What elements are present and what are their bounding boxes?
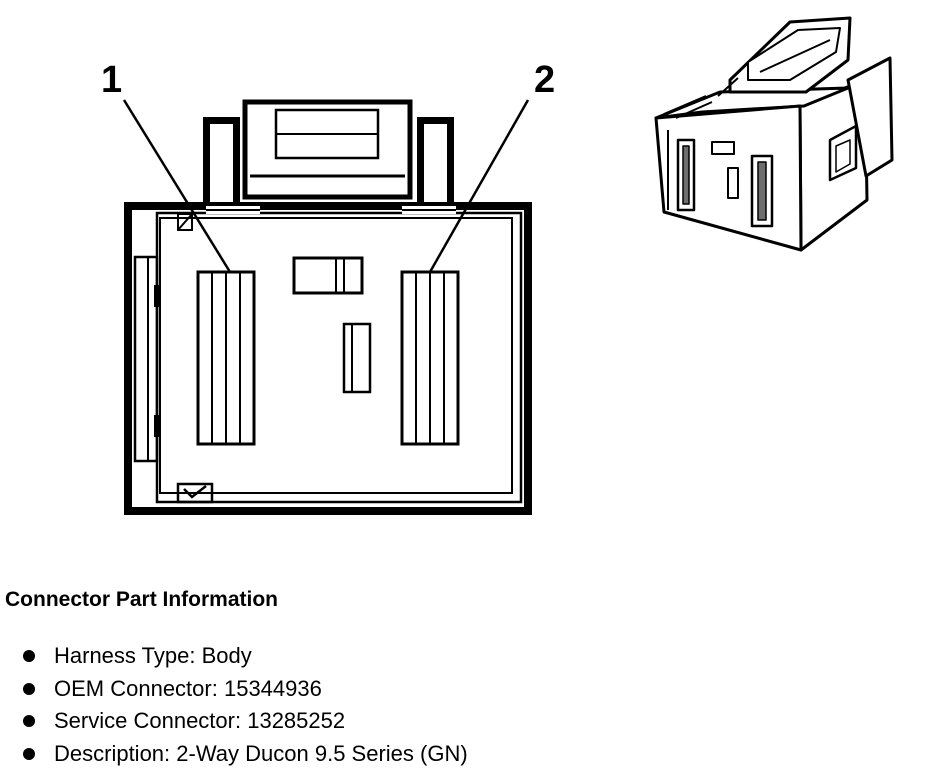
bullet-icon xyxy=(23,682,35,695)
callout-label-2: 2 xyxy=(534,59,555,101)
info-item-value: 2-Way Ducon 9.5 Series (GN) xyxy=(176,740,468,766)
connector-isometric-view xyxy=(654,16,894,252)
center-lock-window xyxy=(292,256,364,295)
info-item-label: Harness Type: xyxy=(54,643,196,668)
corner-key-top xyxy=(177,213,193,231)
side-rail xyxy=(133,255,160,463)
connector-diagram: 1 2 xyxy=(101,16,894,515)
info-item-value: Body xyxy=(201,643,252,668)
connector-face-view xyxy=(122,99,532,515)
connector-body xyxy=(124,202,532,515)
info-item-value: 15344936 xyxy=(223,675,322,701)
info-item-service-connector: Service Connector: 13285252 xyxy=(20,705,468,738)
info-item-value: 13285252 xyxy=(247,708,346,733)
terminal-cavity-1 xyxy=(196,270,256,446)
info-title: Connector Part Information xyxy=(5,588,279,611)
info-list: Harness Type: Body OEM Connector: 153449… xyxy=(20,640,468,770)
bullet-icon xyxy=(23,747,35,760)
callout-leader-2 xyxy=(428,99,530,273)
terminal-cavity-2 xyxy=(400,270,460,446)
info-item-description: Description: 2-Way Ducon 9.5 Series (GN) xyxy=(20,738,468,771)
lock-housing xyxy=(242,99,413,200)
info-item-label: Description: xyxy=(54,740,171,766)
info-item-oem-connector: OEM Connector: 15344936 xyxy=(20,673,468,706)
bullet-icon xyxy=(23,650,35,662)
callout-label-1: 1 xyxy=(101,59,122,101)
info-item-label: Service Connector: xyxy=(54,708,242,733)
info-item-label: OEM Connector: xyxy=(54,675,218,701)
corner-key-bottom xyxy=(176,482,214,504)
latch-tab-left xyxy=(203,117,240,205)
callout-leader-1 xyxy=(122,99,232,273)
bullet-icon xyxy=(23,715,35,727)
info-item-harness-type: Harness Type: Body xyxy=(20,640,468,673)
center-slot xyxy=(342,322,372,394)
latch-tab-right xyxy=(417,117,454,205)
